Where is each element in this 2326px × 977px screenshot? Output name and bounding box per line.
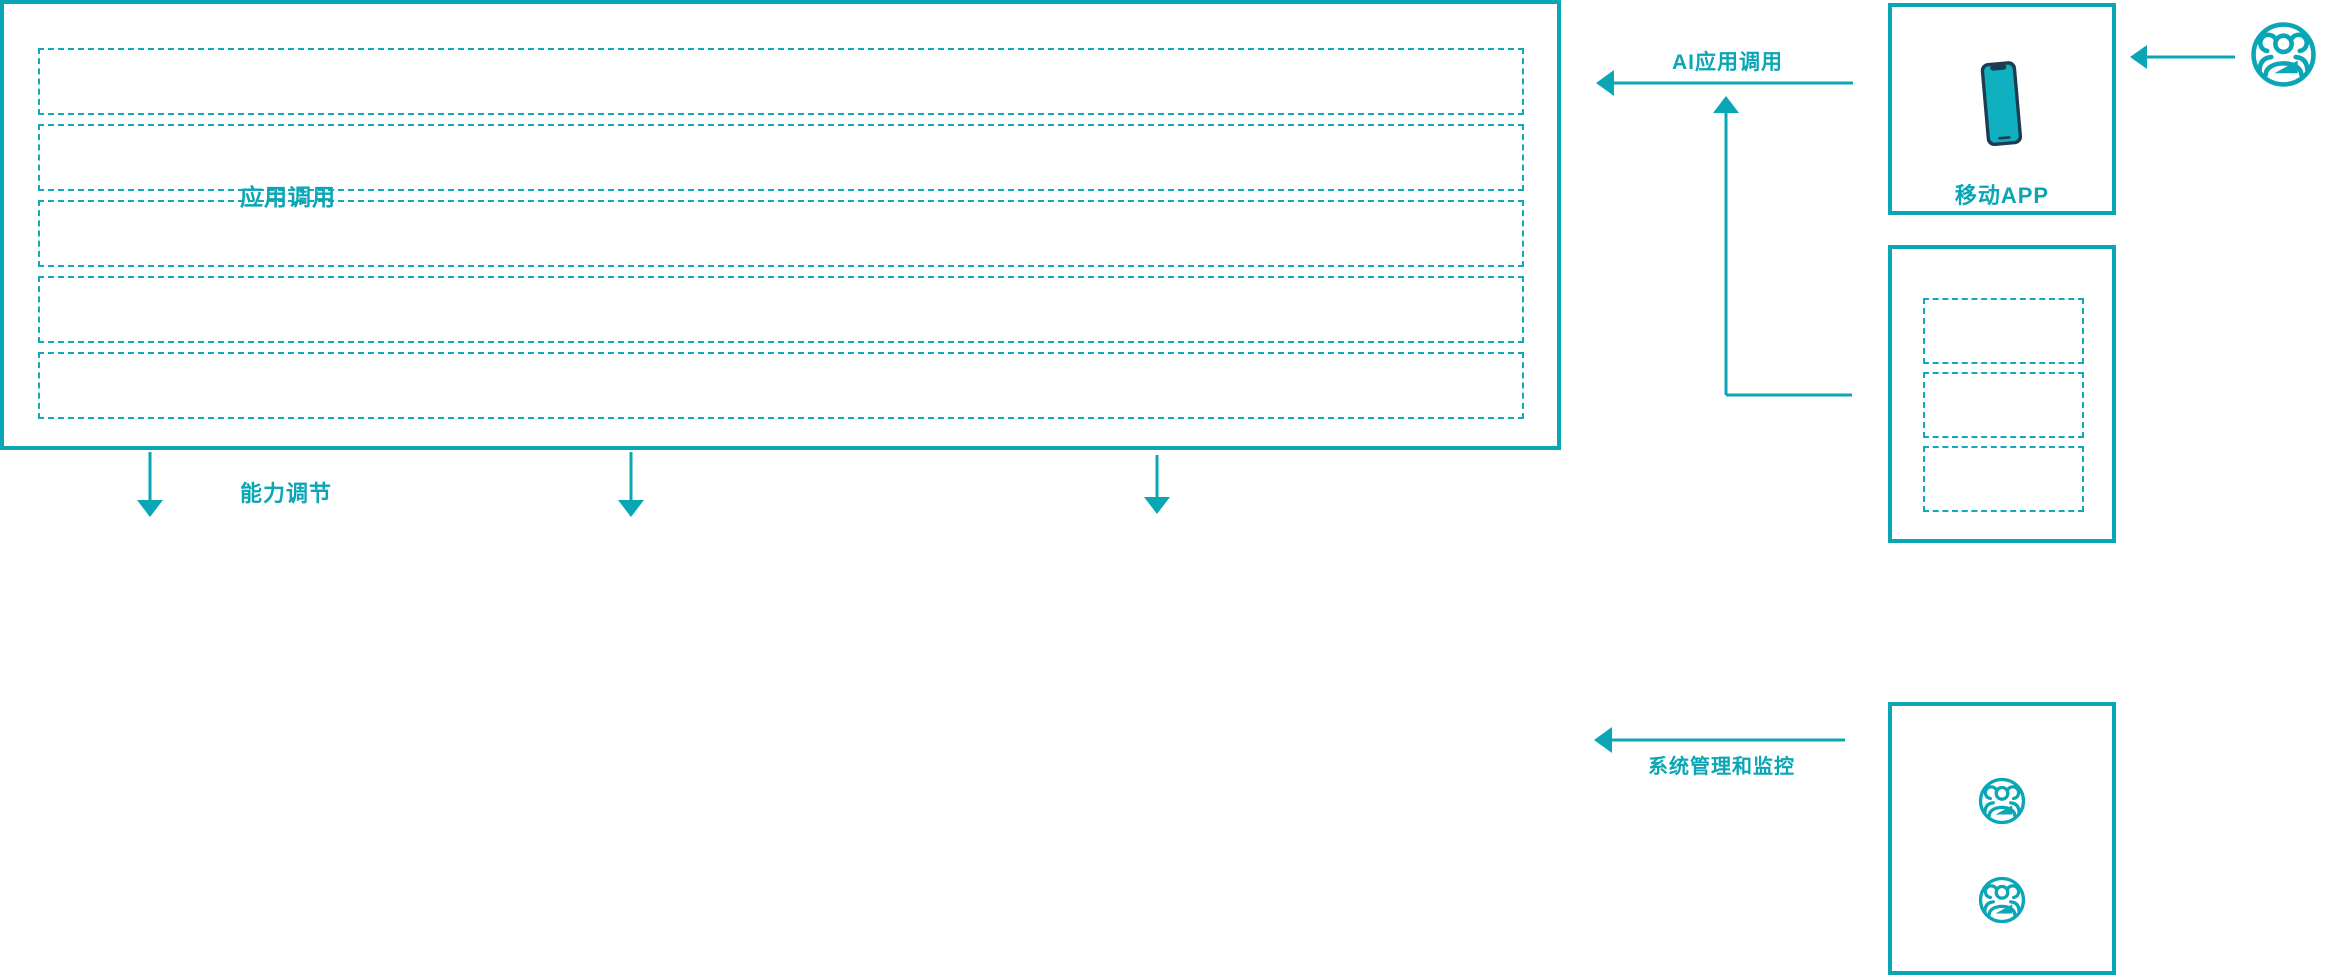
system-monitor-label: 系统管理和监控 xyxy=(1648,756,1795,778)
user-group-icon xyxy=(1978,876,2026,924)
placeholder-box xyxy=(1923,372,2084,438)
platform-layer-rows xyxy=(4,4,1557,419)
placeholder-box xyxy=(1923,298,2084,364)
up-arrow-icon xyxy=(1713,96,1852,397)
down-arrow-icon xyxy=(618,452,644,517)
placeholder-row xyxy=(38,352,1524,419)
admin-users-box xyxy=(1888,702,2116,975)
ai-app-call-label: AI应用调用 xyxy=(1672,51,1783,74)
mobile-app-box: 移动APP xyxy=(1888,3,2116,215)
placeholder-row xyxy=(38,124,1524,191)
user-group-icon xyxy=(1978,777,2026,825)
platform-layer-box xyxy=(0,0,1561,450)
down-arrow-icon xyxy=(1144,455,1170,514)
placeholder-row xyxy=(38,276,1524,343)
user-group-icon xyxy=(2251,22,2316,87)
down-arrow-icon xyxy=(137,452,163,517)
gateway-placeholders xyxy=(1892,249,2112,512)
smartphone-icon xyxy=(1980,61,2023,147)
app-call-label: 应用调用 xyxy=(240,184,336,210)
left-arrow-icon xyxy=(2130,45,2235,69)
placeholder-row xyxy=(38,200,1524,267)
capability-adjust-label: 能力调节 xyxy=(240,481,333,506)
gateway-box xyxy=(1888,245,2116,543)
mobile-app-label: 移动APP xyxy=(1954,183,2050,208)
placeholder-row xyxy=(38,48,1524,115)
placeholder-box xyxy=(1923,446,2084,512)
